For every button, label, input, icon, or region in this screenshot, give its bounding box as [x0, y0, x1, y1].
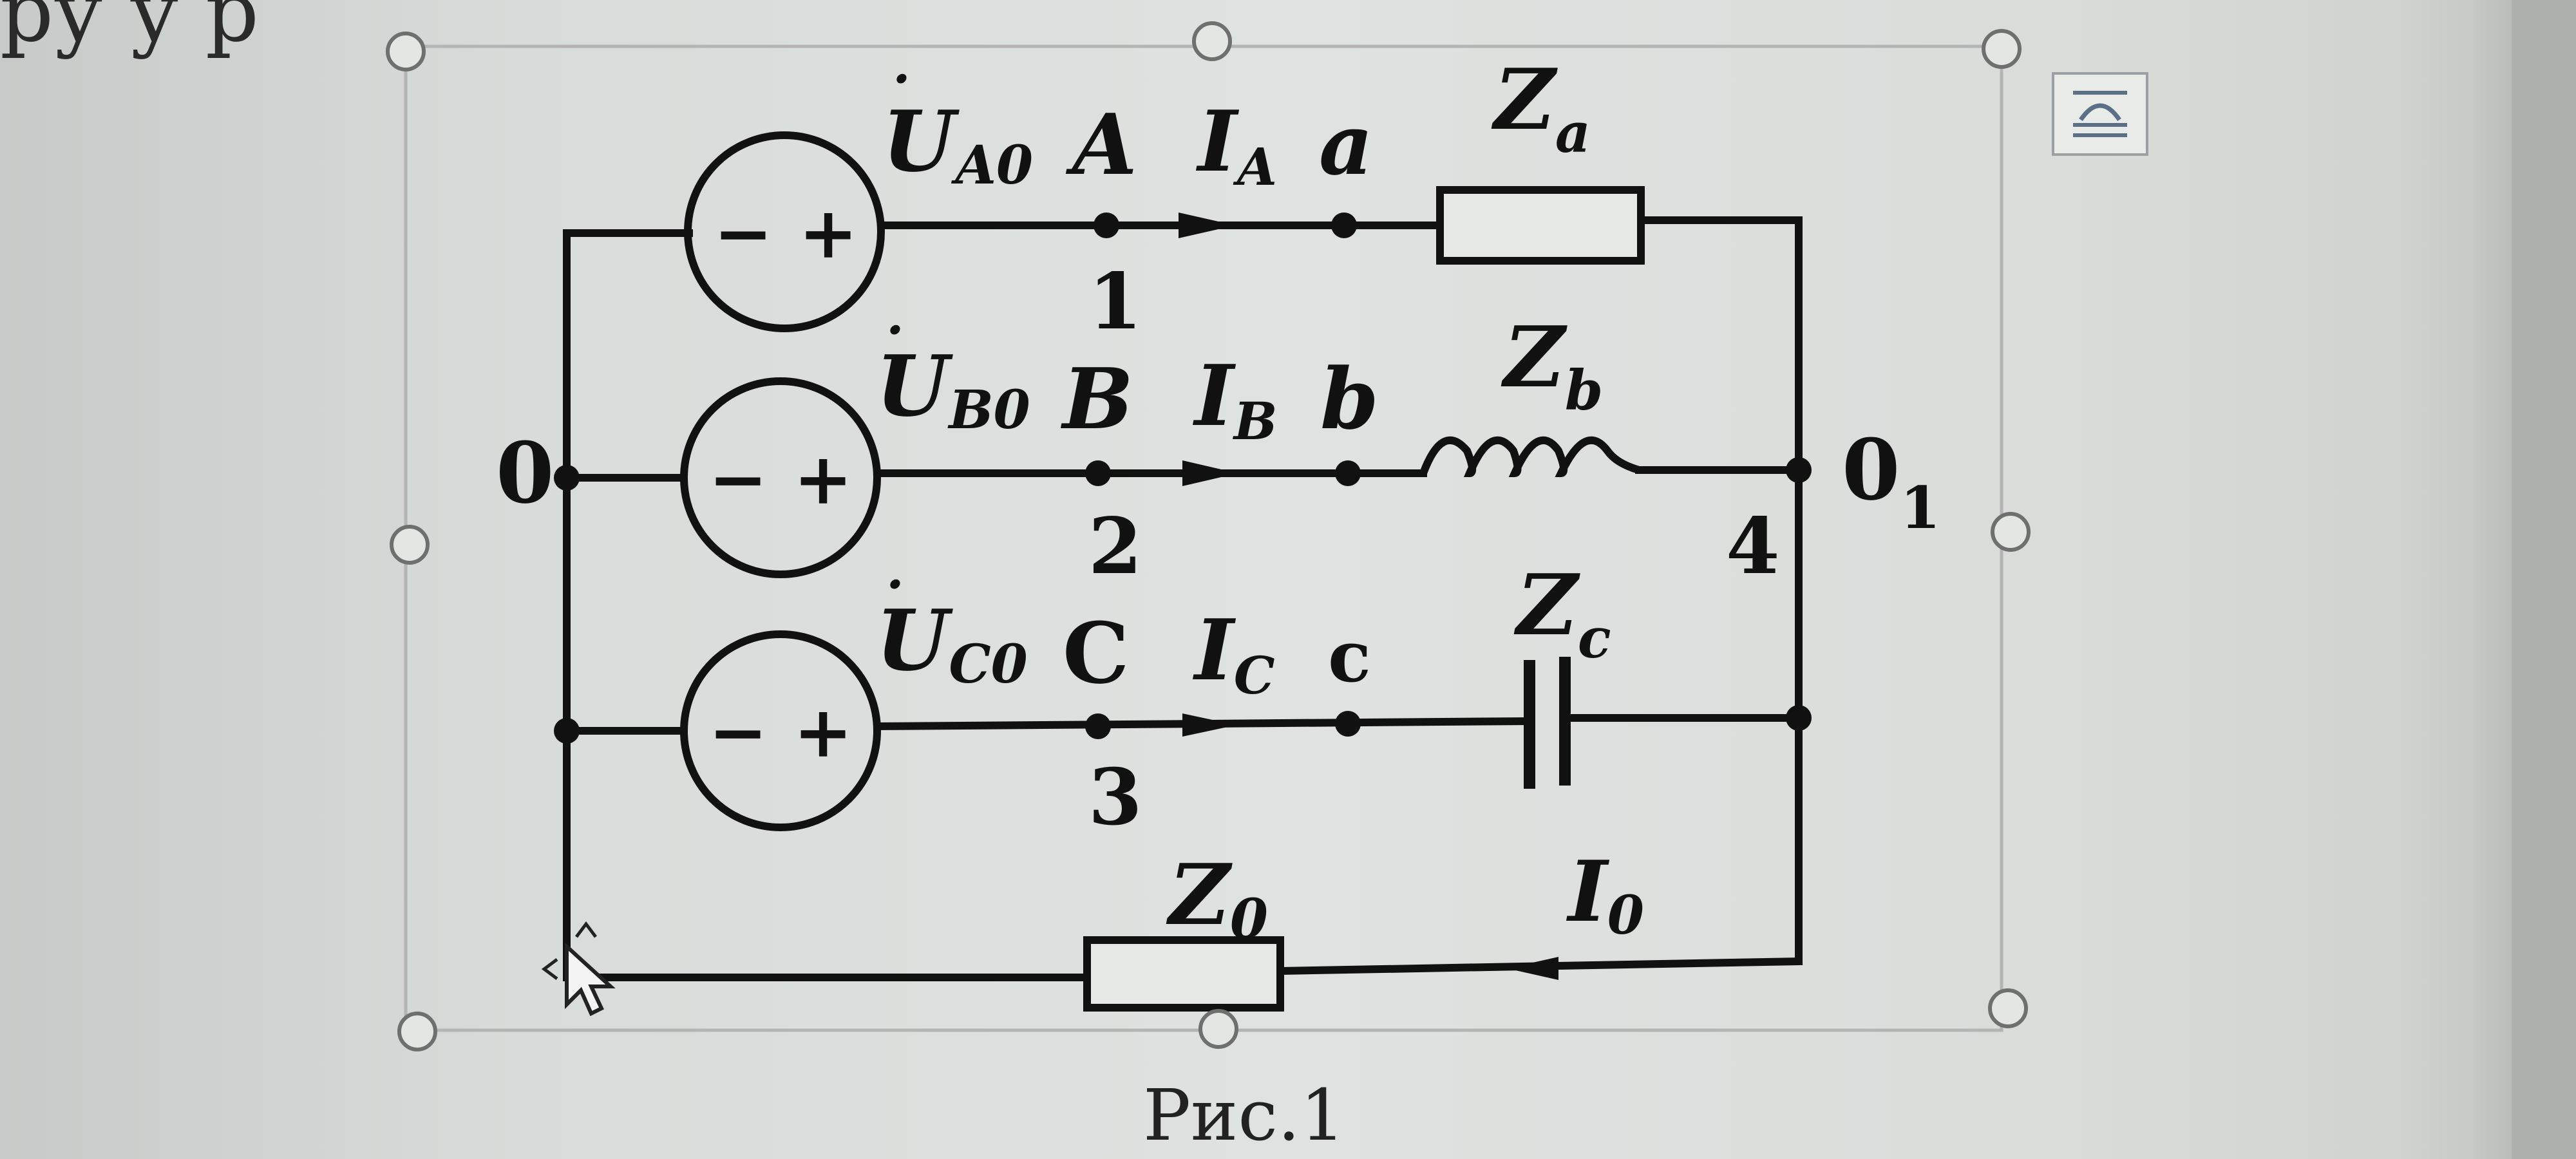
- source-b-plus: +: [793, 437, 853, 520]
- label-dot-ub: ·: [886, 299, 904, 360]
- arrow-ib: [1182, 460, 1238, 486]
- label-current-c: IC: [1192, 601, 1274, 706]
- document-top-text: ру у р: [0, 0, 260, 61]
- handle-middle-right: [1991, 512, 2031, 552]
- arrow-i0: [1507, 957, 1558, 980]
- capacitor-zc[interactable]: [1524, 657, 1571, 789]
- nodes: [554, 212, 1812, 744]
- layout-options-button[interactable]: [2052, 72, 2148, 156]
- handle-bottom-right: [1988, 988, 2028, 1028]
- label-node-A: A: [1065, 95, 1137, 194]
- label-current-b: IB: [1192, 346, 1277, 451]
- page-edge: [2512, 0, 2576, 1159]
- label-node-a: a: [1319, 95, 1373, 194]
- label-voltage-c: UC0: [876, 591, 1028, 695]
- selection-handles[interactable]: [386, 21, 2031, 1051]
- label-dot-ua: ·: [893, 48, 911, 109]
- label-voltage-b: UB0: [876, 337, 1030, 441]
- arrow-ia: [1179, 212, 1235, 238]
- inductor-zb[interactable]: [1419, 436, 1640, 478]
- source-b-circle: [680, 377, 881, 578]
- label-node-B: B: [1060, 350, 1133, 448]
- label-node-4: 4: [1726, 501, 1780, 592]
- resistor-za[interactable]: [1436, 186, 1645, 265]
- label-node-b: b: [1320, 350, 1379, 448]
- label-neutral-right: 01: [1842, 420, 1940, 542]
- node-c: [1335, 711, 1361, 737]
- source-c-minus: −: [708, 690, 768, 773]
- source-a-minus: −: [714, 191, 773, 274]
- handle-bottom-middle: [1198, 1009, 1238, 1049]
- move-cursor-icon: [541, 921, 616, 1017]
- node-2: [1085, 460, 1111, 486]
- scroll-strip: [2396, 0, 2512, 1159]
- label-impedance-a: Za: [1491, 50, 1591, 165]
- source-c[interactable]: − +: [680, 630, 881, 831]
- label-dot-uc: ·: [886, 554, 904, 614]
- node-a: [1331, 212, 1357, 238]
- node-3: [1085, 713, 1111, 739]
- label-node-c: c: [1328, 615, 1371, 698]
- label-impedance-c: Zc: [1513, 556, 1611, 671]
- handle-bottom-left: [397, 1012, 437, 1051]
- label-node-C: C: [1063, 604, 1129, 702]
- node-1: [1094, 212, 1119, 238]
- source-c-plus: +: [793, 690, 853, 773]
- source-c-circle: [680, 630, 881, 831]
- node-left-c: [554, 718, 580, 744]
- arrow-ic: [1182, 713, 1236, 737]
- source-a-plus: +: [799, 191, 858, 274]
- label-node-1: 1: [1088, 256, 1142, 347]
- label-voltage-a: UA0: [882, 92, 1033, 196]
- label-current-0: I0: [1566, 842, 1644, 947]
- label-node-2: 2: [1088, 501, 1142, 592]
- source-b[interactable]: − +: [680, 377, 881, 578]
- source-a[interactable]: − +: [684, 131, 885, 332]
- handle-top-middle: [1192, 21, 1232, 61]
- label-impedance-0: Z0: [1166, 845, 1268, 952]
- handle-middle-left: [390, 525, 430, 565]
- figure-caption: Рис.1: [1143, 1074, 1345, 1156]
- node-right-c: [1786, 705, 1812, 731]
- label-neutral-left: 0: [496, 424, 554, 522]
- node-0: [554, 465, 580, 491]
- label-current-a: IA: [1195, 92, 1277, 197]
- label-node-3: 3: [1088, 752, 1142, 843]
- handle-top-right: [1982, 29, 2022, 69]
- node-b: [1335, 460, 1361, 486]
- label-impedance-b: Zb: [1501, 308, 1603, 423]
- handle-top-left: [386, 32, 426, 71]
- resistor-z0[interactable]: [1083, 936, 1284, 1012]
- node-4: [1786, 457, 1812, 483]
- source-b-minus: −: [708, 437, 768, 520]
- source-a-circle: [684, 131, 885, 332]
- layout-options-icon: [2073, 91, 2127, 137]
- current-arrows: [1179, 212, 1558, 980]
